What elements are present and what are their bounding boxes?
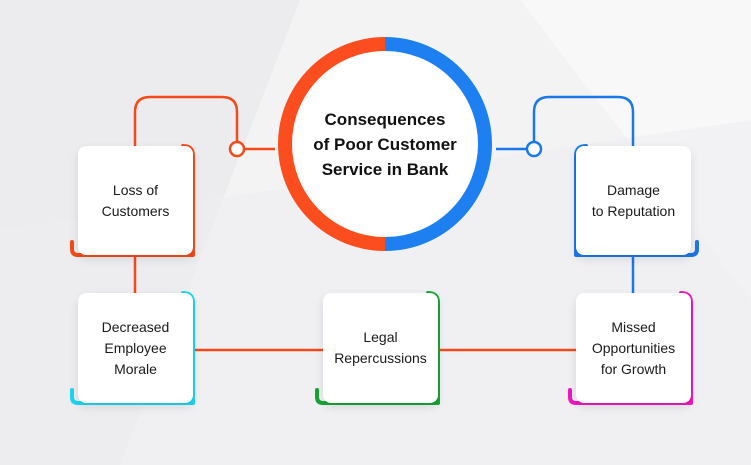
center-disc xyxy=(285,44,485,244)
connector-node-left xyxy=(228,140,246,158)
card-label: Loss of Customers xyxy=(101,181,170,219)
card-legal-repercussions: Legal Repercussions xyxy=(323,293,438,403)
card-decreased-employee-morale: Decreased Employee Morale xyxy=(78,293,193,403)
center-ring-right-half xyxy=(384,37,492,251)
center-title: Consequences of Poor Customer Service in… xyxy=(313,109,457,179)
connector-center-to-loss-of-customers xyxy=(133,95,275,151)
connector-center-to-damage-reputation xyxy=(496,95,635,151)
connector-node-right xyxy=(525,140,543,158)
card-label: Decreased Employee Morale xyxy=(101,318,170,377)
card-loss-of-customers: Loss of Customers xyxy=(78,146,193,255)
center-ring-left-half xyxy=(278,37,386,251)
card-damage-to-reputation: Damage to Reputation xyxy=(576,146,691,255)
card-label: Missed Opportunities for Growth xyxy=(591,318,676,377)
card-label: Legal Repercussions xyxy=(334,329,427,366)
card-label: Damage to Reputation xyxy=(591,181,676,219)
card-missed-opportunities: Missed Opportunities for Growth xyxy=(576,293,691,403)
